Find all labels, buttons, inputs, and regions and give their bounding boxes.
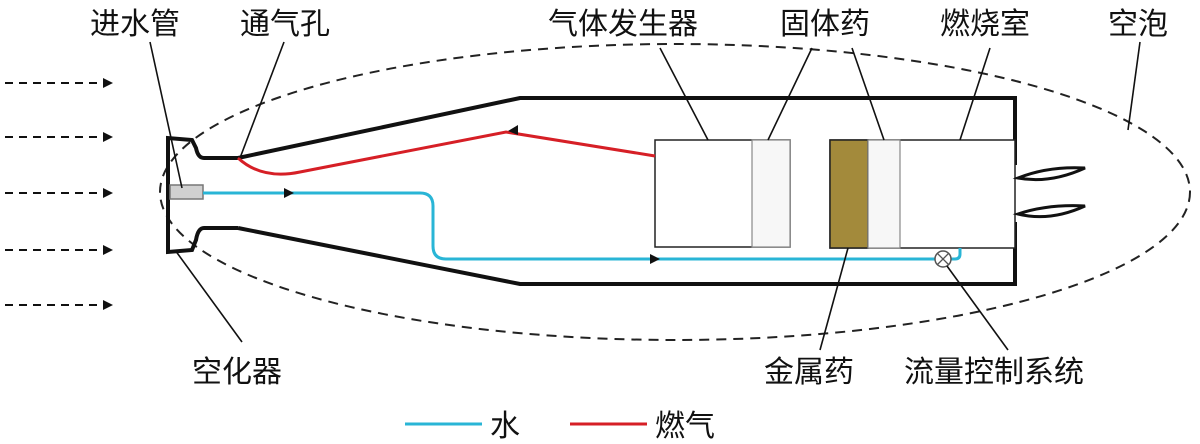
water-arrow-1 bbox=[284, 188, 294, 198]
gas-line bbox=[236, 130, 656, 176]
label-vent-hole: 通气孔 bbox=[240, 7, 330, 42]
leader-metal-propellant bbox=[819, 247, 849, 351]
legend-water-label: 水 bbox=[490, 409, 520, 444]
nozzle-upper bbox=[1012, 166, 1086, 182]
leader-solid-propellant bbox=[767, 47, 813, 141]
leader-solid-propellant-2 bbox=[851, 47, 885, 141]
metal-propellant-block bbox=[829, 139, 869, 249]
body-top-contour bbox=[237, 96, 1017, 165]
water-line bbox=[203, 191, 962, 261]
leader-combustion-chamber bbox=[959, 47, 991, 141]
label-inlet-pipe: 进水管 bbox=[90, 7, 180, 42]
leader-cavity bbox=[1127, 41, 1141, 131]
labels: 进水管 通气孔 气体发生器 固体药 燃烧室 空泡 空化器 金属药 流量控制系统 bbox=[90, 7, 1168, 390]
gas-arrow bbox=[508, 125, 518, 135]
body-bottom-contour bbox=[237, 222, 1017, 286]
label-solid-propellant: 固体药 bbox=[780, 7, 870, 42]
label-flow-control-system: 流量控制系统 bbox=[904, 355, 1084, 390]
label-atomizer: 空化器 bbox=[192, 355, 282, 390]
flow-control-valve bbox=[934, 250, 952, 268]
leader-atomizer bbox=[174, 249, 243, 343]
water-arrow-2 bbox=[650, 254, 660, 264]
nozzle-lower bbox=[1012, 204, 1086, 219]
label-metal-propellant: 金属药 bbox=[764, 355, 854, 390]
leader-vent-hole bbox=[239, 41, 285, 159]
solid-propellant-block-2 bbox=[867, 139, 901, 249]
solid-propellant-block-1 bbox=[751, 139, 791, 248]
vehicle-body bbox=[166, 96, 1017, 286]
inlet-pipe bbox=[169, 184, 204, 200]
cavity-bubble bbox=[159, 43, 1191, 341]
leader-flow-control bbox=[946, 265, 1009, 351]
label-cavity: 空泡 bbox=[1108, 7, 1168, 42]
leader-gas-generator bbox=[659, 47, 709, 141]
label-gas-generator: 气体发生器 bbox=[548, 7, 698, 42]
leader-inlet-pipe bbox=[149, 41, 183, 189]
incoming-flow-arrows bbox=[5, 78, 113, 310]
legend-gas-label: 燃气 bbox=[655, 409, 715, 444]
legend: 水 燃气 bbox=[405, 409, 715, 444]
label-combustion-chamber: 燃烧室 bbox=[940, 7, 1030, 42]
leader-lines bbox=[149, 41, 1141, 351]
atomizer-head bbox=[166, 135, 238, 255]
